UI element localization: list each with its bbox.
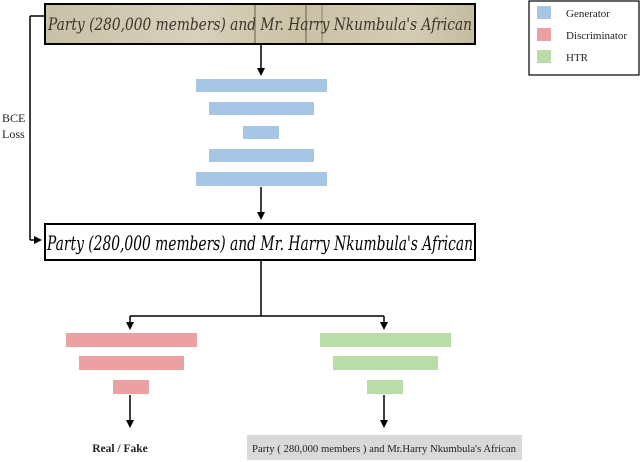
htr-layer-2 [333, 356, 438, 370]
legend-label-discriminator: Discriminator [566, 30, 627, 42]
discriminator-layer-2 [79, 356, 184, 370]
generator-layer-1 [196, 79, 327, 92]
discriminator-block [66, 333, 197, 394]
htr-output: Party ( 280,000 members ) and Mr.Harry N… [247, 435, 522, 460]
legend-swatch-htr [537, 50, 551, 63]
bce-loss-label-line1: BCE [2, 111, 25, 125]
legend-label-generator: Generator [566, 8, 610, 20]
legend: Generator Discriminator HTR [528, 0, 640, 76]
degraded-input-text: Party (280,000 members) and Mr. Harry Nk… [47, 15, 472, 35]
htr-layer-1 [320, 333, 451, 347]
discriminator-output-label: Real / Fake [92, 443, 148, 455]
htr-layer-3 [367, 380, 403, 394]
legend-label-htr: HTR [566, 52, 589, 64]
generator-layer-4 [209, 149, 314, 162]
generator-layer-5 [196, 172, 327, 186]
split-connector [126, 261, 388, 330]
degraded-input-image: Party (280,000 members) and Mr. Harry Nk… [44, 3, 476, 45]
legend-swatch-discriminator [537, 28, 551, 41]
discriminator-layer-1 [66, 333, 197, 347]
htr-block [320, 333, 451, 394]
generator-layer-2 [209, 102, 314, 115]
bce-loss-connector: BCE Loss [0, 15, 44, 244]
generator-block [196, 79, 327, 186]
legend-swatch-generator [537, 6, 551, 19]
generated-image: Party (280,000 members) and Mr. Harry Nk… [44, 223, 476, 261]
bce-loss-label-line2: Loss [2, 127, 25, 141]
discriminator-layer-3 [113, 380, 149, 394]
generated-image-text: Party (280,000 members) and Mr. Harry Nk… [46, 231, 473, 255]
htr-output-text: Party ( 280,000 members ) and Mr.Harry N… [252, 444, 517, 455]
generator-layer-3 [243, 126, 279, 139]
